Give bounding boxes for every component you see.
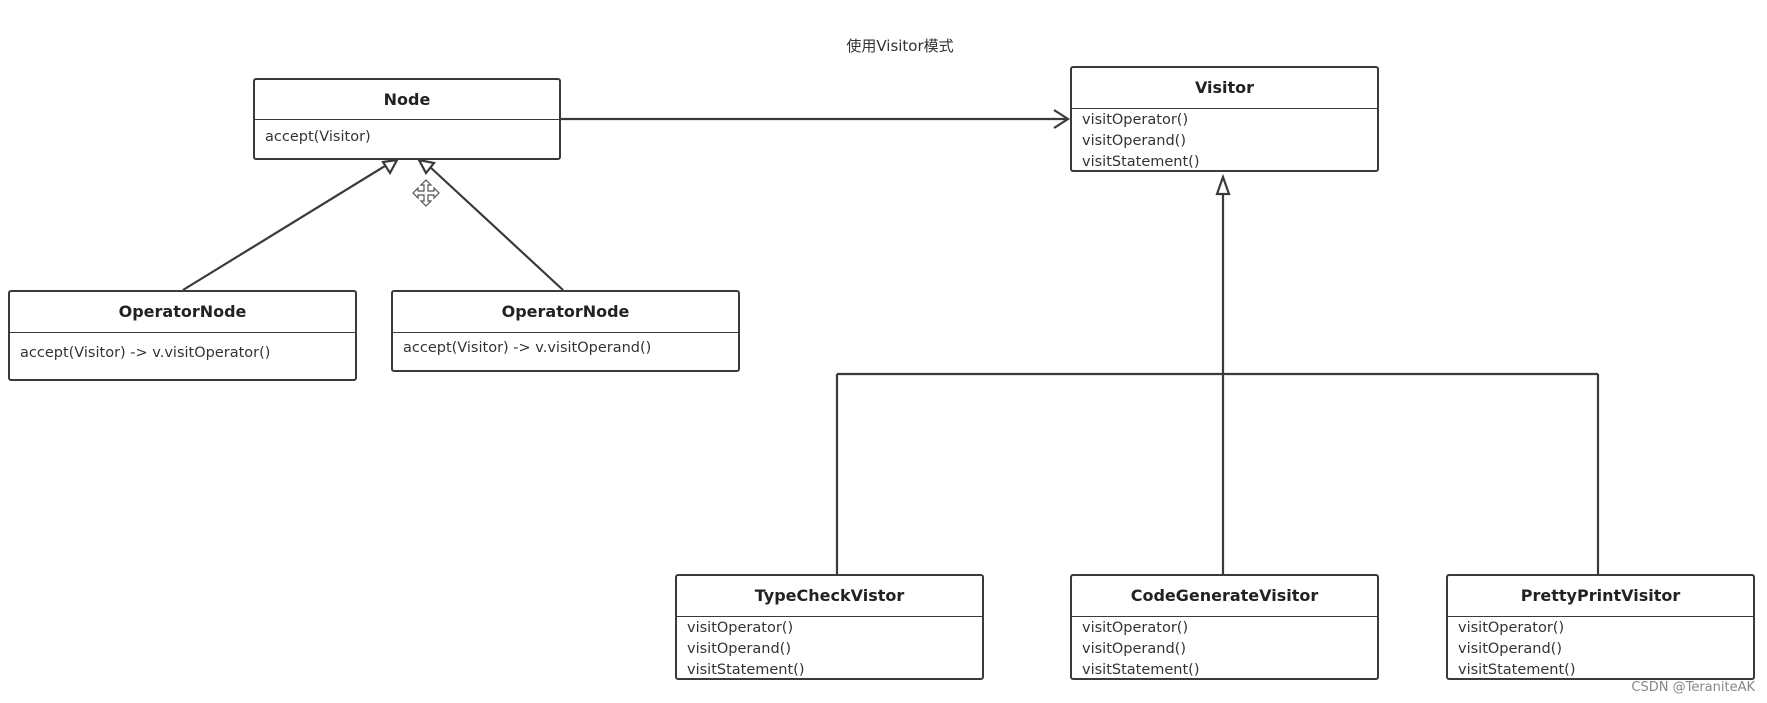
class-operator-node-1[interactable]: OperatorNode accept(Visitor) -> v.visitO… xyxy=(8,290,357,381)
watermark: CSDN @TeraniteAK xyxy=(1631,680,1755,695)
generalization-operatornode2-to-node xyxy=(416,158,564,291)
generalization-visitors-to-visitor xyxy=(835,173,1600,574)
class-visitor-member: visitStatement() xyxy=(1082,154,1200,170)
class-pretty-print-visitor-member: visitOperator() xyxy=(1458,620,1565,636)
class-type-check-visitor-member: visitOperator() xyxy=(687,620,794,636)
class-pretty-print-visitor-name: PrettyPrintVisitor xyxy=(1448,576,1753,617)
class-code-generate-visitor-member: visitOperator() xyxy=(1082,620,1189,636)
class-pretty-print-visitor-member: visitOperand() xyxy=(1458,641,1562,657)
class-type-check-visitor-member: visitStatement() xyxy=(687,662,805,678)
class-operator-node-2-name: OperatorNode xyxy=(393,292,738,333)
class-type-check-visitor[interactable]: TypeCheckVistor visitOperator() visitOpe… xyxy=(675,574,984,680)
class-visitor-member: visitOperand() xyxy=(1082,133,1186,149)
class-node-member: accept(Visitor) xyxy=(265,129,371,145)
class-code-generate-visitor[interactable]: CodeGenerateVisitor visitOperator() visi… xyxy=(1070,574,1379,680)
move-cursor-icon xyxy=(412,179,440,207)
diagram-caption: 使用Visitor模式 xyxy=(846,37,954,55)
class-code-generate-visitor-member: visitOperand() xyxy=(1082,641,1186,657)
class-operator-node-1-member: accept(Visitor) -> v.visitOperator() xyxy=(20,345,271,361)
class-operator-node-2-member: accept(Visitor) -> v.visitOperand() xyxy=(403,340,652,356)
association-node-to-visitor xyxy=(561,109,1071,129)
class-visitor-name: Visitor xyxy=(1072,68,1377,109)
class-pretty-print-visitor-member: visitStatement() xyxy=(1458,662,1576,678)
class-code-generate-visitor-name: CodeGenerateVisitor xyxy=(1072,576,1377,617)
class-node[interactable]: Node accept(Visitor) xyxy=(253,78,561,160)
class-operator-node-1-name: OperatorNode xyxy=(10,292,355,333)
class-pretty-print-visitor[interactable]: PrettyPrintVisitor visitOperator() visit… xyxy=(1446,574,1755,680)
class-visitor[interactable]: Visitor visitOperator() visitOperand() v… xyxy=(1070,66,1379,172)
class-node-name: Node xyxy=(255,80,559,120)
class-visitor-member: visitOperator() xyxy=(1082,112,1189,128)
class-type-check-visitor-member: visitOperand() xyxy=(687,641,791,657)
class-code-generate-visitor-member: visitStatement() xyxy=(1082,662,1200,678)
class-operator-node-2[interactable]: OperatorNode accept(Visitor) -> v.visitO… xyxy=(391,290,740,372)
class-type-check-visitor-name: TypeCheckVistor xyxy=(677,576,982,617)
generalization-operatornode1-to-node xyxy=(182,158,400,291)
